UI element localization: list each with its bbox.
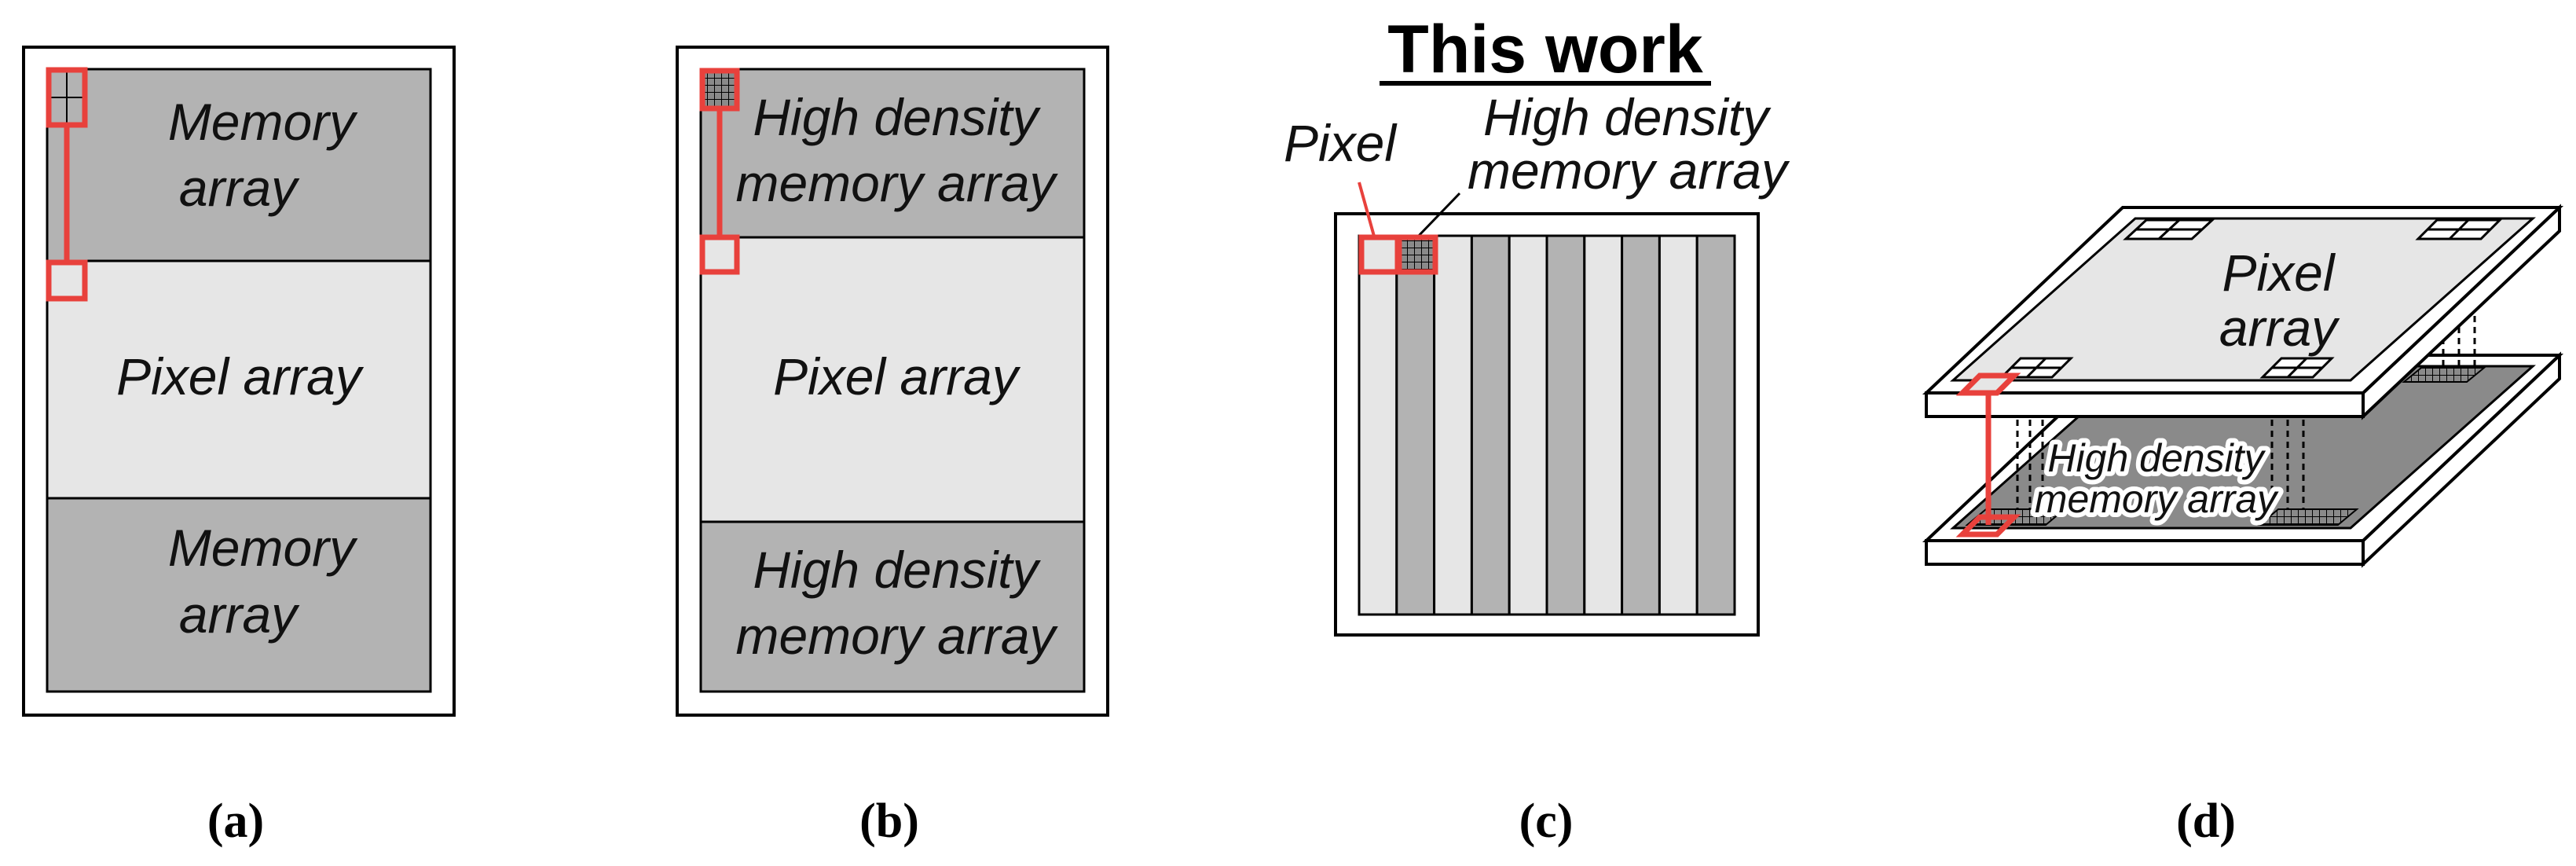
memory-label-top-a-line1: Memory [168, 93, 358, 151]
pixel-array-a [46, 259, 432, 500]
pixel-column [1508, 234, 1548, 616]
memory-label-d-line2: memory array [2035, 477, 2279, 521]
memory-array-bottom-b [699, 520, 1086, 693]
caption-a: (a) [207, 794, 264, 848]
stripe-area-outline-c [1358, 234, 1736, 616]
memory-label-top-a-line2: array [179, 159, 300, 217]
panel-d: Pixel array High density memory array Hi… [1922, 204, 2564, 848]
memory-cell-highlight-d [1955, 514, 2021, 538]
pixel-column [1358, 234, 1398, 616]
interleaved-columns-c [1358, 234, 1736, 616]
memory-array-top-b [699, 68, 1086, 239]
memory-label-d-halo-2: memory array [2035, 477, 2279, 521]
pixel-array-label-b: Pixel array [773, 347, 1021, 405]
pixel-cells-d [1999, 218, 2503, 379]
caption-b: (b) [859, 794, 919, 848]
pixel-leader-line [1358, 182, 1376, 240]
dense-memory-cell-icon-b [704, 72, 735, 107]
pixel-layer-front-edge [1925, 391, 2365, 418]
memory-label-d-halo-1: High density [2047, 436, 2266, 480]
panel-b: High density memory array Pixel array Hi… [676, 46, 1109, 848]
pixel-cell-highlight-c [1358, 234, 1401, 275]
pixel-array-label-a: Pixel array [116, 347, 365, 405]
pixel-column [1583, 234, 1624, 616]
memory-column [1545, 234, 1586, 616]
memory-label-bottom-b-line2: memory array [735, 607, 1058, 665]
panel-c: This work Pixel High density memory arra… [1284, 12, 1790, 848]
pixel-layer-inner-face [1950, 217, 2536, 382]
memory-column [1470, 234, 1511, 616]
memory-label-c-line2: memory array [1468, 141, 1790, 200]
memory-label-bottom-b-line1: High density [753, 541, 1041, 599]
dense-memory-blocks-d [1965, 367, 2486, 526]
memory-label-bottom-a-line2: array [179, 585, 300, 644]
pixel-label-d-line2: array [2219, 299, 2340, 357]
memory-column [1695, 234, 1736, 616]
pixel-cell-highlight-d [1955, 372, 2021, 396]
memory-label-top-b-line2: memory array [735, 154, 1058, 212]
memory-leader-line [1414, 192, 1461, 240]
memory-label-c-line1: High density [1483, 88, 1772, 146]
pixel-array-b [699, 236, 1086, 523]
memory-label-bottom-a-line1: Memory [168, 519, 358, 577]
pixel-label-c: Pixel [1284, 114, 1398, 172]
memory-layer-front-edge [1925, 539, 2365, 566]
pixel-label-d-line1: Pixel [2222, 244, 2336, 302]
this-work-title: This work [1387, 12, 1703, 87]
dense-memory-cell-icon-c [1401, 239, 1434, 270]
panel-a: Memory array Pixel array Memory array (a… [22, 46, 456, 848]
memory-column [1395, 234, 1436, 616]
memory-array-bottom-a [46, 497, 432, 693]
caption-d: (d) [2176, 794, 2236, 848]
pixel-cell-highlight-b [699, 234, 740, 275]
memory-label-top-b-line1: High density [753, 88, 1041, 146]
memory-column [1621, 234, 1661, 616]
caption-c: (c) [1519, 794, 1574, 848]
memory-cell-icon-a [49, 72, 84, 123]
memory-array-top-a [46, 68, 432, 262]
pixel-cell-highlight-a [46, 259, 88, 302]
memory-label-d-line1: High density [2047, 436, 2266, 480]
pixel-column [1658, 234, 1698, 616]
pixel-column [1433, 234, 1473, 616]
